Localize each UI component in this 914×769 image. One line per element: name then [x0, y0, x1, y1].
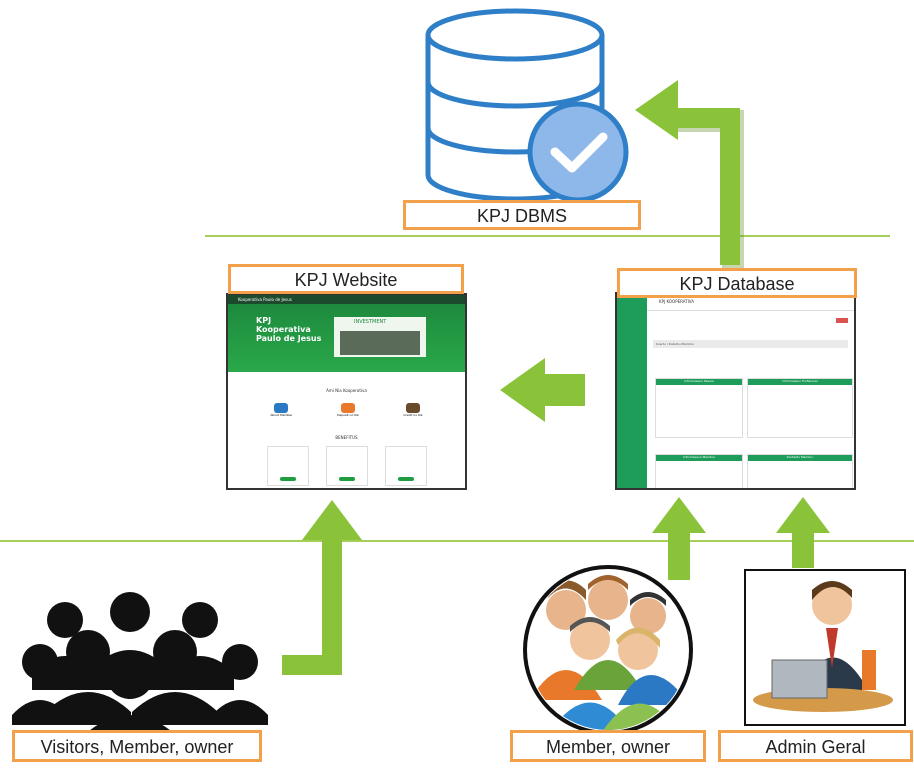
table-1-header: Informasaun Pesoal: [656, 379, 742, 385]
upper-divider: [205, 235, 890, 237]
benefit-card-button: [397, 477, 414, 481]
lower-divider: [0, 540, 914, 542]
website-navbar: Kooperativa Paulo de Jesus: [228, 295, 465, 304]
arrow-visitors-to-website: [282, 500, 362, 675]
website-nav-brand: Kooperativa Paulo de Jesus: [238, 297, 292, 302]
hero-line-1: KPJ: [256, 316, 272, 325]
benefit-card-button: [338, 477, 355, 481]
admin-icon: [744, 569, 906, 726]
hero-line-3: Paulo de Jesus: [256, 334, 322, 343]
website-hero: KPJ Kooperativa Paulo de Jesus INVESTMEN…: [228, 304, 465, 372]
database-sidebar: [617, 294, 647, 488]
table-4-header: Kontaktu Membru: [748, 455, 852, 461]
website-benefits-title: BENEFITUS: [335, 435, 358, 440]
deposit-feature-icon: [340, 403, 355, 413]
benefit-card: [384, 446, 427, 486]
dbms-label: KPJ DBMS: [403, 200, 641, 230]
check-badge-icon: [527, 101, 629, 203]
arrow-admin-to-database: [776, 497, 830, 568]
table-3-header: Informasaun Membru: [656, 455, 742, 461]
benefit-card: [266, 446, 309, 486]
database-screenshot: KPJ KOOPERATIVA Kuartu / Detalhu Membru …: [615, 292, 856, 490]
database-breadcrumb-bar: Kuartu / Detalhu Membru: [653, 340, 848, 348]
website-benefit-cards: [228, 446, 465, 486]
database-table-4: Kontaktu Membru: [747, 454, 853, 488]
database-table-3: Informasaun Membru: [655, 454, 743, 488]
members-label: Member, owner: [510, 730, 706, 762]
website-feature-row: About Member Deposit no Kik Credit no Ki…: [228, 403, 465, 417]
website-screenshot: Kooperativa Paulo de Jesus KPJ Kooperati…: [226, 293, 467, 490]
website-hero-badge: INVESTMENT: [354, 319, 387, 325]
member-group-icon: [523, 565, 693, 735]
website-feature-card: Credit no Kik: [403, 403, 423, 417]
visitors-label: Visitors, Member, owner: [12, 730, 262, 762]
database-red-button: [836, 318, 848, 323]
benefit-card-button: [279, 477, 296, 481]
hero-line-2: Kooperativa: [256, 325, 311, 334]
arrow-database-to-website: [500, 358, 585, 422]
arrow-members-to-database: [652, 497, 706, 580]
database-table-1: Informasaun Pesoal: [655, 378, 743, 438]
database-breadcrumb: Kuartu / Detalhu Membru: [656, 342, 694, 346]
hero-photo: [340, 331, 420, 355]
feature-title: About Member: [270, 413, 293, 417]
website-feature-card: Deposit no Kik: [337, 403, 359, 417]
website-hero-title: KPJ Kooperativa Paulo de Jesus: [256, 316, 321, 343]
feature-title: Deposit no Kik: [337, 413, 359, 417]
admin-label: Admin Geral: [718, 730, 913, 762]
database-app-title: KPJ KOOPERATIVA: [659, 299, 695, 304]
database-label: KPJ Database: [617, 268, 857, 298]
table-2-header: Informasaun Profisional: [748, 379, 852, 385]
benefit-card: [325, 446, 368, 486]
arrow-database-to-dbms: [635, 80, 744, 268]
feature-title: Credit no Kik: [403, 413, 423, 417]
website-section-title: Ami Nia Kooperativa: [326, 388, 367, 393]
database-topbar: KPJ KOOPERATIVA: [647, 294, 854, 311]
website-hero-image: INVESTMENT: [334, 317, 426, 357]
crowd-icon: [12, 592, 268, 740]
member-feature-icon: [274, 403, 289, 413]
credit-feature-icon: [406, 403, 421, 413]
database-table-2: Informasaun Profisional: [747, 378, 853, 438]
website-label: KPJ Website: [228, 264, 464, 294]
website-feature-card: About Member: [270, 403, 292, 417]
